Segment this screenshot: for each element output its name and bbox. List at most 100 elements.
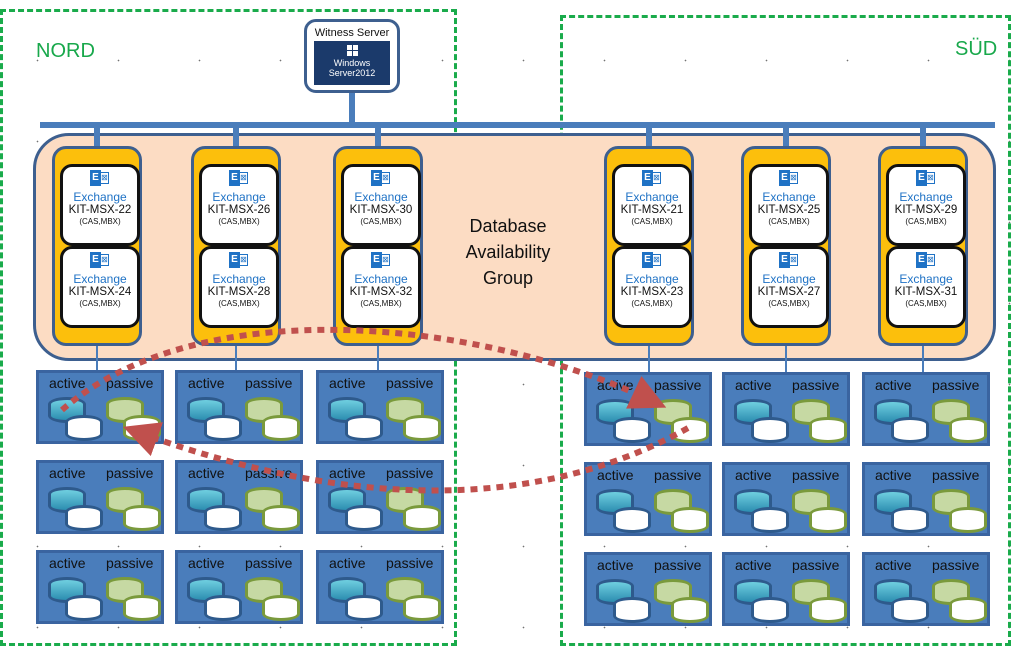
windows-server-badge: Windows Server2012 — [314, 41, 390, 85]
dag-label-line2: Availability — [465, 242, 551, 262]
database-icon — [891, 597, 929, 623]
database-icon — [204, 415, 242, 441]
active-label: active — [49, 555, 86, 571]
active-label: active — [597, 467, 634, 483]
server-role: (CAS,MBX) — [905, 299, 947, 308]
active-label: active — [329, 465, 366, 481]
witness-server[interactable]: Witness Server Windows Server2012 — [304, 19, 400, 93]
exchange-logo-icon: E⊠ — [779, 170, 799, 186]
replication-arrow-nord-to-sued — [60, 326, 667, 413]
network-bar — [40, 122, 995, 128]
network-drop — [94, 126, 100, 148]
database-icon — [262, 505, 300, 531]
network-drop — [375, 126, 381, 148]
passive-label: passive — [106, 375, 154, 391]
database-icon — [751, 597, 789, 623]
exchange-label: Exchange — [762, 190, 816, 204]
database-icon — [613, 597, 651, 623]
server-role: (CAS,MBX) — [631, 299, 673, 308]
passive-label: passive — [106, 465, 154, 481]
server-name: KIT-MSX-25 — [757, 204, 821, 216]
passive-label: passive — [792, 377, 840, 393]
db-link — [377, 345, 379, 375]
database-icon — [123, 595, 161, 621]
exchange-logo-icon: E⊠ — [371, 252, 391, 268]
passive-label: passive — [106, 555, 154, 571]
active-label: active — [329, 555, 366, 571]
database-icon — [65, 505, 103, 531]
database-copy-set: active passive — [36, 550, 164, 624]
exchange-label: Exchange — [625, 272, 679, 286]
active-label: active — [597, 557, 634, 573]
exchange-logo-icon: E⊠ — [642, 252, 662, 268]
db-link — [648, 345, 650, 375]
database-icon — [809, 507, 847, 533]
database-copy-set: active passive — [36, 460, 164, 534]
server-name: KIT-MSX-27 — [757, 286, 821, 298]
active-label: active — [49, 465, 86, 481]
os-name: Windows — [333, 58, 371, 68]
server-role: (CAS,MBX) — [360, 299, 402, 308]
server-role: (CAS,MBX) — [218, 299, 260, 308]
exchange-label: Exchange — [354, 190, 408, 204]
passive-label: passive — [654, 467, 702, 483]
passive-label: passive — [386, 555, 434, 571]
database-icon — [345, 595, 383, 621]
server-role: (CAS,MBX) — [768, 217, 810, 226]
server-role: (CAS,MBX) — [218, 217, 260, 226]
replication-arrow-sued-to-nord — [123, 422, 690, 494]
exchange-logo-icon: E⊠ — [229, 252, 249, 268]
passive-label: passive — [245, 375, 293, 391]
database-icon — [123, 505, 161, 531]
witness-link — [349, 92, 355, 124]
active-label: active — [875, 377, 912, 393]
exchange-label: Exchange — [762, 272, 816, 286]
witness-title: Witness Server — [314, 27, 390, 39]
database-icon — [809, 597, 847, 623]
database-icon — [403, 595, 441, 621]
database-copy-set: active passive — [316, 460, 444, 534]
exchange-logo-icon: E⊠ — [916, 170, 936, 186]
database-icon — [949, 417, 987, 443]
site-label-sued: SÜD — [955, 38, 998, 60]
active-label: active — [329, 375, 366, 391]
exchange-logo-icon: E⊠ — [229, 170, 249, 186]
passive-label: passive — [386, 465, 434, 481]
database-icon — [671, 417, 709, 443]
server-role: (CAS,MBX) — [905, 217, 947, 226]
exchange-label: Exchange — [899, 272, 953, 286]
network-drop — [920, 126, 926, 148]
database-icon — [809, 417, 847, 443]
database-icon — [204, 595, 242, 621]
database-icon — [949, 507, 987, 533]
exchange-logo-icon: E⊠ — [90, 170, 110, 186]
dag-label: Database Availability Group — [458, 213, 558, 291]
exchange-label: Exchange — [354, 272, 408, 286]
database-icon — [891, 507, 929, 533]
dag-label-line3: Group — [482, 268, 534, 288]
windows-logo-icon — [346, 45, 358, 56]
exchange-label: Exchange — [212, 272, 266, 286]
